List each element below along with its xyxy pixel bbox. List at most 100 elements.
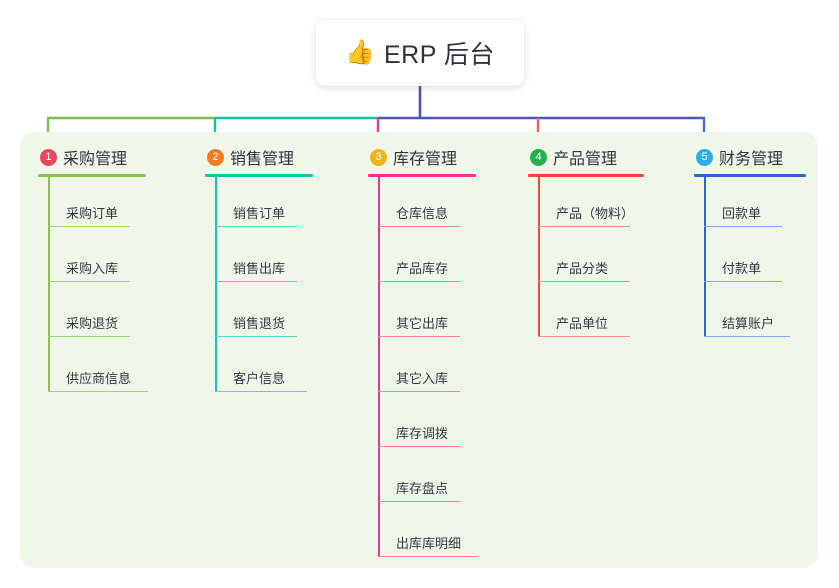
root-node-title: ERP 后台 [383,41,495,69]
leaf-underline [378,225,460,227]
leaf-underline [538,335,630,337]
leaf-underline [704,335,790,337]
leaf-label: 供应商信息 [66,371,132,386]
root-node-card[interactable]: 👍 ERP 后台 [316,20,524,86]
branch-header-4[interactable]: 4 产品管理 [530,146,644,168]
leaf-item[interactable]: 客户信息 [205,342,313,397]
leaf-underline [378,335,460,337]
branch-header-5[interactable]: 5 财务管理 [696,146,806,168]
leaf-underline [215,335,297,337]
branch-spine [378,177,380,557]
leaf-label: 产品单位 [556,316,609,331]
leaf-underline [538,280,630,282]
branch-header-2[interactable]: 2 销售管理 [207,146,313,168]
leaf-label: 客户信息 [233,371,286,386]
leaf-label: 库存调拨 [396,426,449,441]
leaf-item[interactable]: 其它出库 [368,287,476,342]
branch-leaf-list: 采购订单采购入库采购退货供应商信息 [38,177,148,397]
leaf-label: 付款单 [722,261,762,276]
branch-title: 财务管理 [719,151,784,168]
leaf-underline [215,390,307,392]
leaf-underline [48,390,148,392]
leaf-item[interactable]: 采购订单 [38,177,146,232]
branch-accent-bar [528,174,644,177]
branches-panel [20,132,818,568]
branch-column-5: 5 财务管理回款单付款单结算账户 [694,146,806,342]
leaf-label: 回款单 [722,206,762,221]
branch-column-3: 3 库存管理仓库信息产品库存其它出库其它入库库存调拨库存盘点出库库明细 [368,146,478,562]
leaf-underline [378,555,478,557]
leaf-item[interactable]: 产品分类 [528,232,644,287]
leaf-item[interactable]: 库存盘点 [368,452,476,507]
leaf-item[interactable]: 出库库明细 [368,507,478,562]
leaf-label: 产品（物料） [556,206,635,221]
leaf-underline [378,280,460,282]
branch-spine [704,177,706,337]
leaf-label: 其它出库 [396,316,449,331]
leaf-label: 库存盘点 [396,481,449,496]
leaf-item[interactable]: 回款单 [694,177,806,232]
branch-column-1: 1 采购管理采购订单采购入库采购退货供应商信息 [38,146,148,397]
thumbs-up-icon: 👍 [345,39,375,66]
branch-title: 库存管理 [393,151,458,168]
leaf-underline [538,225,630,227]
leaf-label: 采购退货 [66,316,119,331]
leaf-item[interactable]: 采购入库 [38,232,146,287]
leaf-underline [704,280,782,282]
leaf-underline [378,390,460,392]
leaf-label: 销售出库 [233,261,286,276]
leaf-item[interactable]: 产品（物料） [528,177,644,232]
leaf-underline [215,280,297,282]
branch-header-1[interactable]: 1 采购管理 [40,146,146,168]
leaf-item[interactable]: 供应商信息 [38,342,148,397]
leaf-underline [48,280,130,282]
leaf-label: 产品分类 [556,261,609,276]
leaf-item[interactable]: 其它入库 [368,342,476,397]
branch-accent-bar [368,174,476,177]
leaf-underline [378,500,460,502]
leaf-item[interactable]: 采购退货 [38,287,146,342]
leaf-label: 销售订单 [233,206,286,221]
branch-column-4: 4 产品管理产品（物料） 产品分类产品单位 [528,146,644,342]
leaf-underline [215,225,297,227]
branch-title: 采购管理 [63,151,128,168]
leaf-item[interactable]: 销售退货 [205,287,313,342]
branch-spine [48,177,50,392]
leaf-item[interactable]: 销售出库 [205,232,313,287]
branch-title: 产品管理 [553,151,618,168]
branch-leaf-list: 仓库信息产品库存其它出库其它入库库存调拨库存盘点出库库明细 [368,177,478,562]
leaf-item[interactable]: 结算账户 [694,287,806,342]
branch-leaf-list: 回款单付款单结算账户 [694,177,806,342]
leaf-underline [48,335,130,337]
leaf-item[interactable]: 仓库信息 [368,177,476,232]
branch-number-badge: 2 [207,148,224,166]
branch-leaf-list: 销售订单销售出库销售退货客户信息 [205,177,313,397]
leaf-item[interactable]: 销售订单 [205,177,313,232]
leaf-label: 结算账户 [722,316,775,331]
branch-spine [538,177,540,337]
leaf-item[interactable]: 付款单 [694,232,806,287]
leaf-item[interactable]: 库存调拨 [368,397,476,452]
branch-number-badge: 3 [370,148,387,166]
leaf-item[interactable]: 产品单位 [528,287,644,342]
leaf-underline [704,225,782,227]
branch-spine [215,177,217,392]
root-node-content: 👍 ERP 后台 [345,35,495,71]
branch-number-badge: 4 [530,148,547,166]
leaf-label: 仓库信息 [396,206,449,221]
branch-accent-bar [38,174,146,177]
branch-header-3[interactable]: 3 库存管理 [370,146,476,168]
branch-number-badge: 5 [696,148,713,166]
leaf-label: 出库库明细 [396,536,462,551]
leaf-item[interactable]: 产品库存 [368,232,476,287]
leaf-label: 其它入库 [396,371,449,386]
leaf-underline [48,225,130,227]
branch-accent-bar [694,174,806,177]
leaf-underline [378,445,460,447]
branch-title: 销售管理 [230,151,295,168]
branch-column-2: 2 销售管理销售订单销售出库销售退货客户信息 [205,146,313,397]
branch-leaf-list: 产品（物料） 产品分类产品单位 [528,177,644,342]
branch-number-badge: 1 [40,148,57,166]
leaf-label: 采购订单 [66,206,119,221]
